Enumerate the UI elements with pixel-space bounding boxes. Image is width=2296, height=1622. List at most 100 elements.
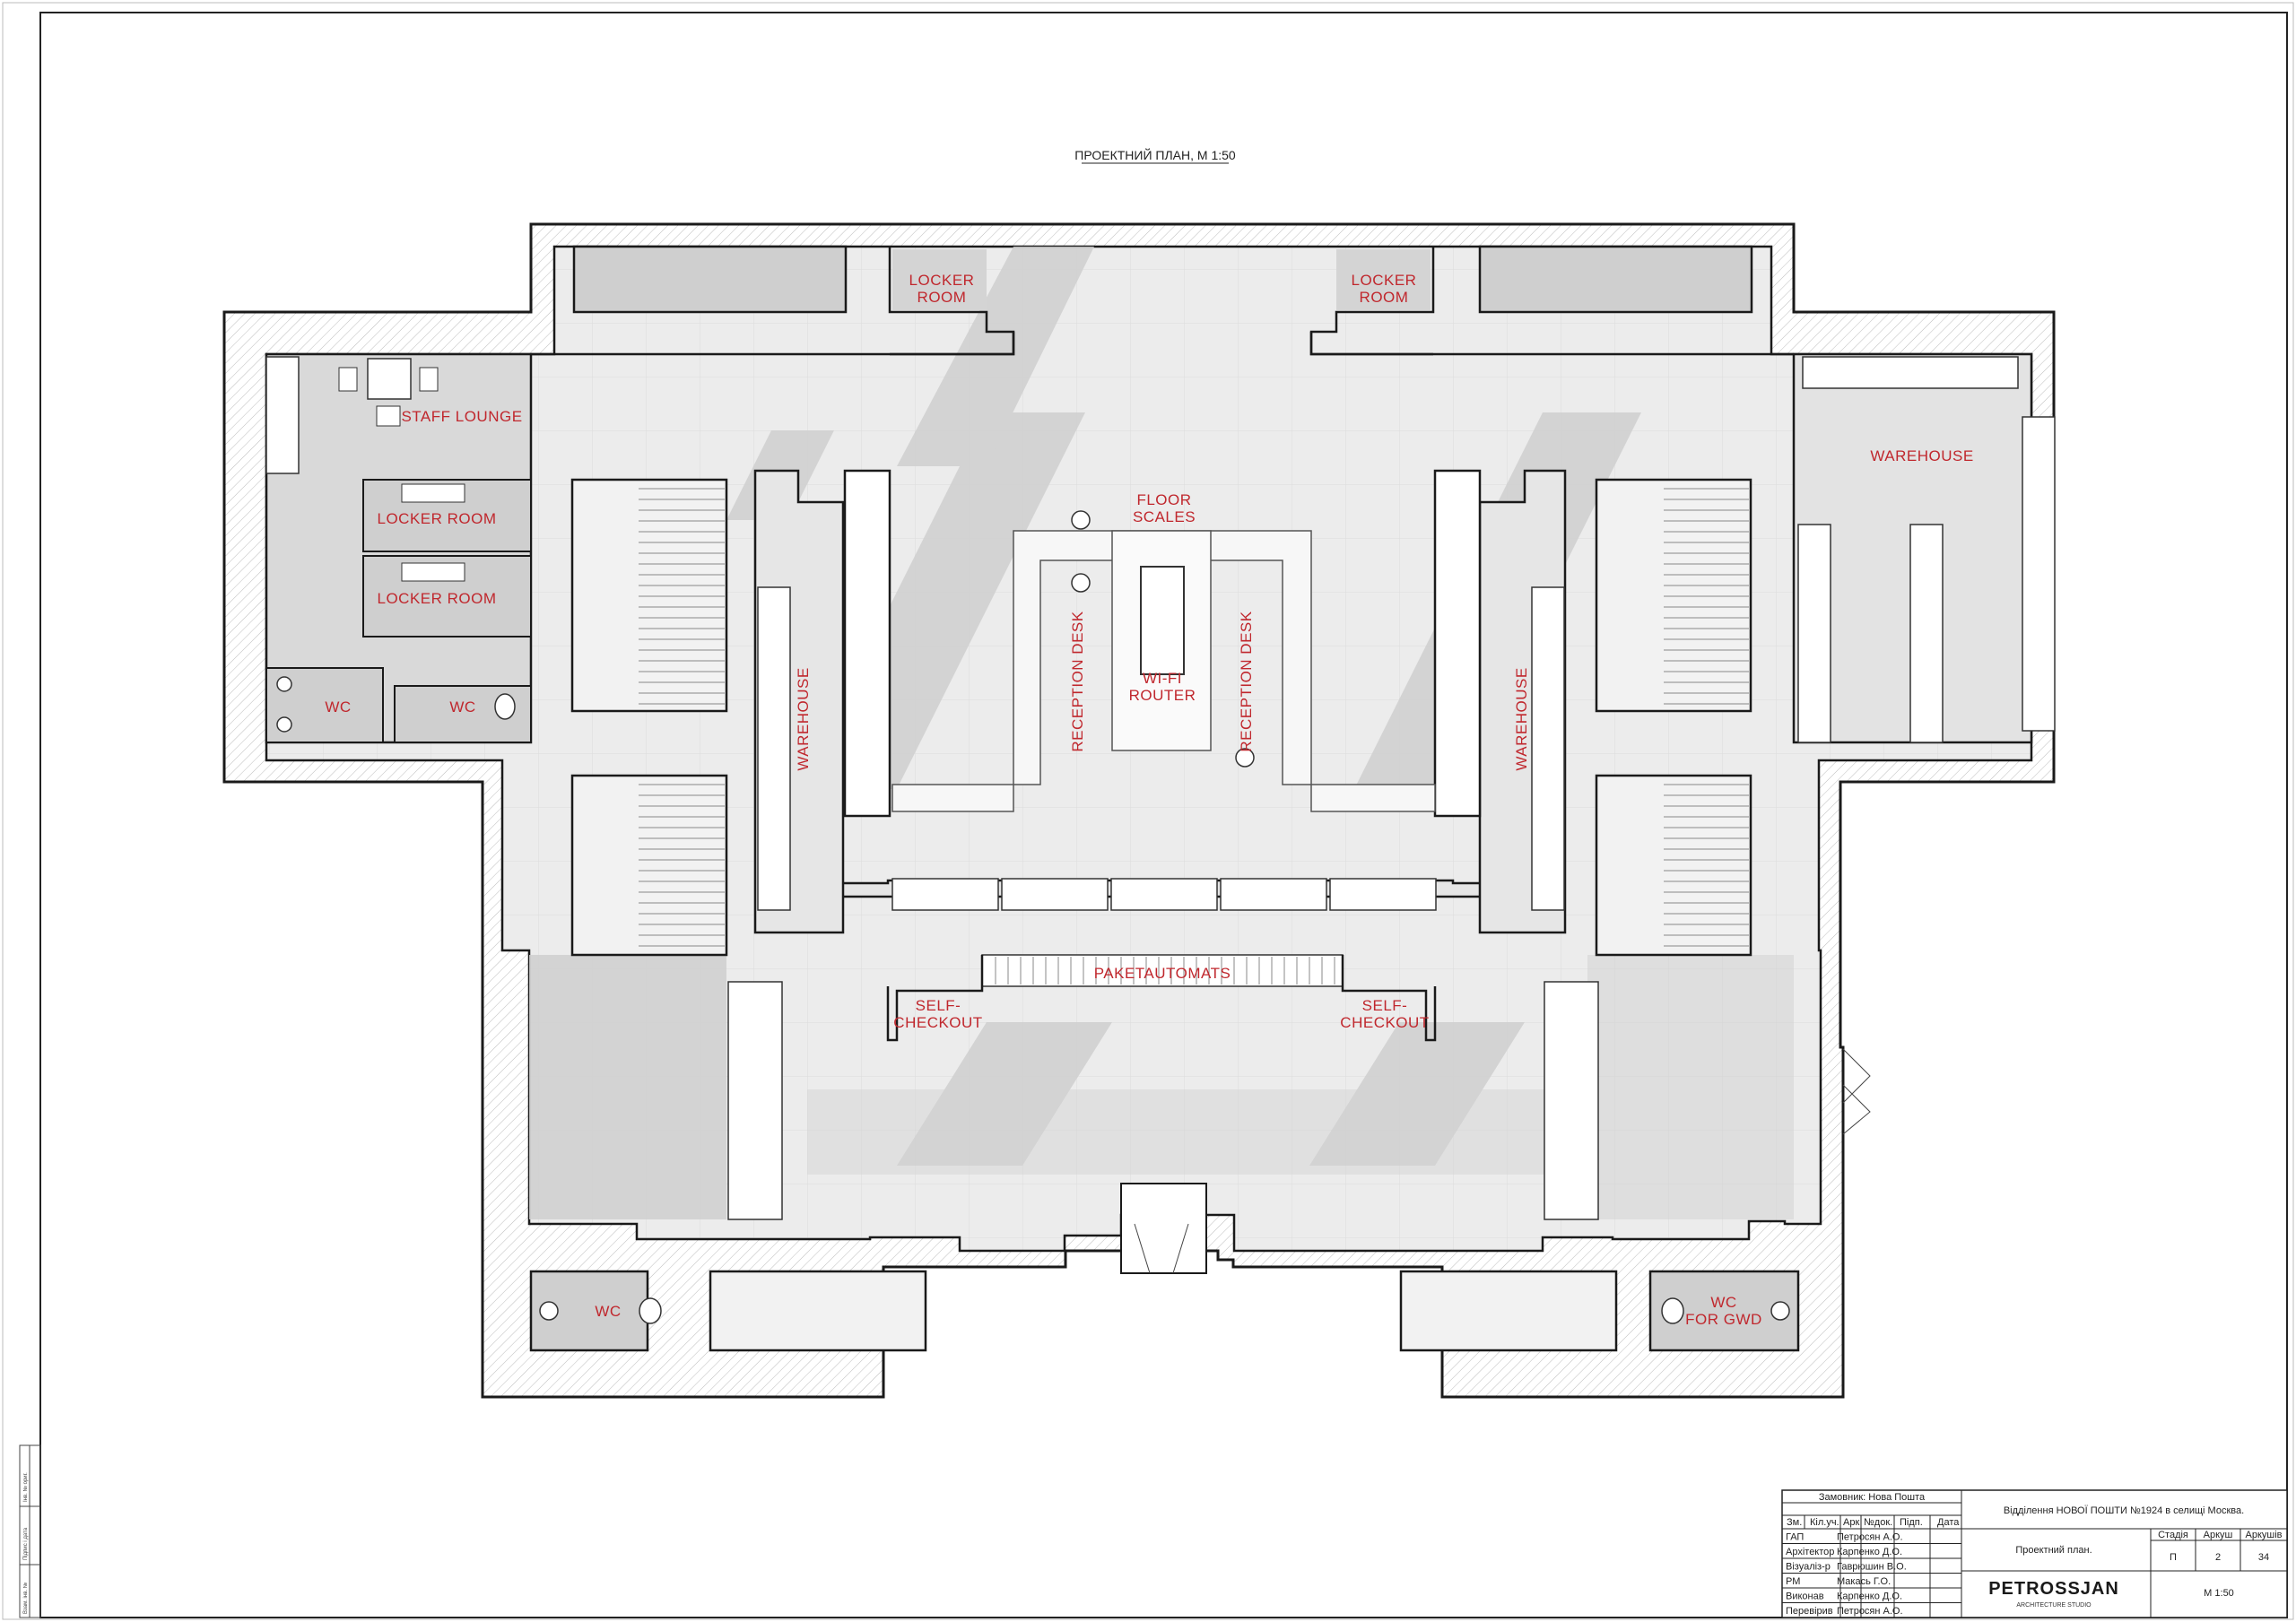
tb-client: Замовник: Нова Пошта	[1819, 1492, 1926, 1503]
tb-role-name: Карпенко Д.О.	[1837, 1547, 1902, 1557]
tb-sheet: 2	[2215, 1552, 2221, 1563]
label-locker-room-top-left-1: LOCKER	[909, 272, 975, 289]
tb-studio-logo: PETROSSJAN	[1988, 1579, 2119, 1599]
bench-2	[401, 562, 465, 582]
stair-bottom-right	[1399, 1270, 1618, 1352]
side-stamp-3: Інв. № ориг.	[22, 1472, 29, 1502]
shadow-layer	[529, 247, 1794, 1219]
title-block: Замовник: Нова Пошта Відділення НОВОЇ ПО…	[1781, 1489, 2288, 1618]
entrance-door-left	[1134, 1223, 1189, 1274]
tb-col-1: Кіл.уч.	[1810, 1517, 1839, 1528]
shelf-left	[1797, 524, 1831, 743]
parcel-locker	[891, 878, 999, 911]
label-floor-scales-2: SCALES	[1133, 508, 1196, 525]
tb-col-3: №док.	[1864, 1517, 1892, 1528]
self-checkout-right-frame	[1341, 955, 1437, 1042]
kitchen-counter	[265, 356, 300, 474]
parcel-locker	[1001, 878, 1109, 911]
tb-col-2: Арк	[1843, 1517, 1859, 1528]
tb-sheets: 34	[2258, 1552, 2269, 1563]
tb-col-0: Зм.	[1787, 1517, 1802, 1528]
floor-plan	[222, 222, 2056, 1399]
tb-col-5: Дата	[1937, 1517, 1960, 1528]
main-entrance	[1120, 1183, 1207, 1274]
label-locker-room-top-left-2: ROOM	[918, 289, 967, 306]
stair-left-upper	[570, 478, 728, 713]
tb-role: ГАП	[1786, 1532, 1804, 1543]
label-locker-room-1: LOCKER ROOM	[377, 510, 496, 527]
stair-treads	[639, 488, 1749, 947]
side-stamp: Взам. інв. № Підпис і дата Інв. № ориг.	[19, 1444, 41, 1618]
label-wc-gwd-1: WC	[1710, 1294, 1736, 1311]
locker-room-top-left-fill	[892, 249, 987, 310]
tb-role: Виконав	[1786, 1592, 1824, 1602]
tb-role-name: Петросян А.О.	[1837, 1606, 1903, 1617]
paketautomats-strip	[981, 954, 1344, 987]
label-self-checkout-left-2: CHECKOUT	[893, 1014, 982, 1031]
bench-1	[401, 483, 465, 503]
pier-right	[1433, 469, 1482, 818]
tb-sheet-header: Аркуш	[2204, 1530, 2233, 1540]
side-stamp-2: Підпис і дата	[23, 1527, 29, 1560]
chair-2	[419, 367, 439, 392]
top-right-block	[1478, 245, 1753, 314]
tb-project-title: Відділення НОВОЇ ПОШТИ №1924 в селищі Мо…	[2004, 1505, 2244, 1516]
label-staff-lounge: STAFF LOUNGE	[401, 408, 522, 425]
chair-3	[376, 405, 401, 427]
label-paketautomats: PAKETAUTOMATS	[1094, 965, 1231, 982]
locker-room-2-area	[362, 555, 532, 638]
tb-col-4: Підп.	[1900, 1517, 1923, 1528]
upper-partition	[531, 332, 1794, 356]
stair-right-upper	[1595, 478, 1752, 713]
label-wc-gwd-2: FOR GWD	[1685, 1311, 1762, 1328]
shelf-right	[2022, 416, 2056, 732]
label-self-checkout-right-1: SELF-	[1362, 997, 1408, 1014]
sheet-title: ПРОЕКТНИЙ ПЛАН, М 1:50	[1074, 147, 1236, 162]
label-locker-room-top-right-2: ROOM	[1360, 289, 1409, 306]
label-wc-2: WC	[449, 698, 475, 716]
label-reception-desk-right: RECEPTION DESK	[1238, 611, 1255, 751]
label-warehouse-right: WAREHOUSE	[1513, 667, 1530, 770]
paketautomats-modules	[995, 957, 1335, 984]
tb-sheet-name: Проектний план.	[2015, 1545, 2092, 1556]
tb-role-name: Карпенко Д.О.	[1837, 1592, 1902, 1602]
tb-role-name: Макась Г.О.	[1837, 1576, 1891, 1587]
warehouse-right-shelves	[1531, 586, 1565, 911]
label-floor-scales-1: FLOOR	[1136, 491, 1191, 508]
dining-table	[367, 358, 412, 400]
stair-bottom-left	[709, 1270, 927, 1352]
floor-scales-pad	[1140, 566, 1185, 675]
tb-stage: П	[2170, 1552, 2177, 1563]
pier-left	[843, 469, 891, 818]
label-self-checkout-left-1: SELF-	[916, 997, 961, 1014]
label-reception-desk-left: RECEPTION DESK	[1069, 611, 1086, 751]
drawing-frame	[39, 12, 2288, 1618]
label-warehouse-left: WAREHOUSE	[795, 667, 812, 770]
tb-role: РМ	[1786, 1576, 1800, 1587]
parcel-locker	[1110, 878, 1218, 911]
label-warehouse-top-right: WAREHOUSE	[1870, 447, 1973, 464]
warehouse-left-shelves	[757, 586, 791, 911]
self-checkout-left-frame	[886, 955, 984, 1042]
label-wifi-router-1: WI-FI	[1143, 670, 1182, 687]
parcel-locker	[1220, 878, 1327, 911]
side-door-right	[1842, 1048, 1871, 1135]
room-labels: LOCKER ROOM LOCKER ROOM STAFF LOUNGE LOC…	[325, 272, 1973, 1328]
label-wifi-router-2: ROUTER	[1129, 687, 1196, 704]
tb-role: Візуаліз-р	[1786, 1562, 1831, 1573]
bench-lower-right	[1544, 981, 1599, 1220]
shelf-mid	[1909, 524, 1944, 743]
tb-role: Архітектор	[1786, 1547, 1834, 1557]
parcel-locker	[1329, 878, 1437, 911]
side-stamp-1: Взам. інв. №	[22, 1583, 29, 1614]
sanitary-fixtures	[276, 510, 1790, 1324]
stair-left-lower	[570, 774, 728, 957]
locker-room-top-right-fill	[1336, 249, 1431, 310]
tb-role: Перевірив	[1786, 1606, 1833, 1617]
tb-role-name: Гаврюшин В.О.	[1837, 1562, 1907, 1573]
bench-lower-left	[727, 981, 783, 1220]
stair-right-lower	[1595, 774, 1752, 957]
tb-studio-sub: ARCHITECTURE STUDIO	[2016, 1602, 2092, 1609]
